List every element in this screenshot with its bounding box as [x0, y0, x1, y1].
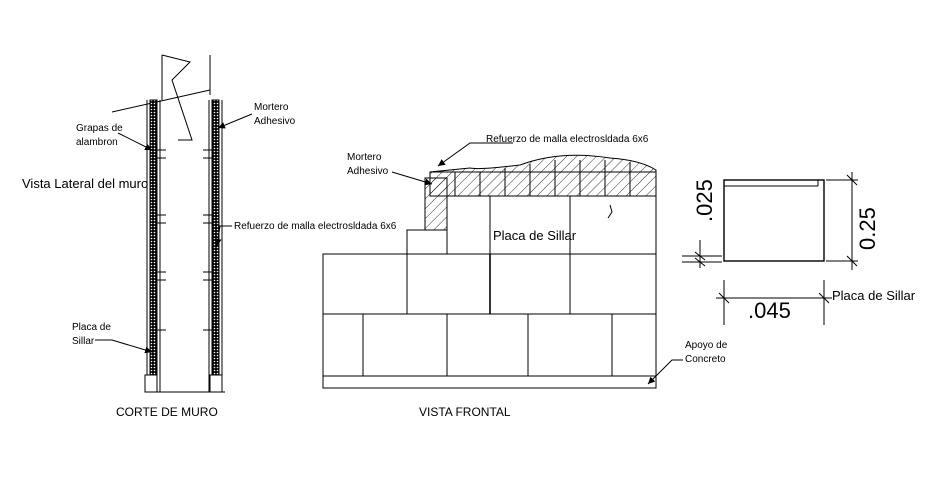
mortero-front-label-1: Mortero — [347, 152, 382, 163]
dim-height: 0.25 — [855, 207, 880, 250]
placa-left-label-2: Sillar — [72, 336, 95, 347]
grapas-label-2: alambron — [76, 137, 118, 148]
dim-thickness: .025 — [692, 179, 717, 222]
front-view — [322, 142, 683, 389]
mortero-front-label-2: Adhesivo — [347, 166, 389, 177]
vista-lateral-label: Vista Lateral del muro — [22, 176, 148, 191]
corte-de-muro-title: CORTE DE MURO — [116, 405, 218, 419]
apoyo-label-1: Apoyo de — [685, 340, 728, 351]
mortero-side-label-2: Adhesivo — [254, 116, 296, 127]
wall-section — [95, 54, 253, 393]
sillar-plate-detail — [682, 172, 858, 325]
refuerzo-front-label: Refuerzo de malla electrosldada 6x6 — [486, 134, 649, 145]
dim-width: .045 — [748, 298, 791, 323]
placa-de-sillar-detail-label: Placa de Sillar — [832, 288, 916, 303]
vista-frontal-title: VISTA FRONTAL — [419, 405, 511, 419]
apoyo-label-2: Concreto — [685, 354, 726, 365]
refuerzo-side-label: Refuerzo de malla electrosldada 6x6 — [234, 221, 397, 232]
grapas-label-1: Grapas de — [76, 123, 123, 134]
placa-left-label-1: Placa de — [72, 322, 111, 333]
mortero-side-label-1: Mortero — [254, 102, 289, 113]
placa-de-sillar-front-label: Placa de Sillar — [493, 228, 577, 243]
